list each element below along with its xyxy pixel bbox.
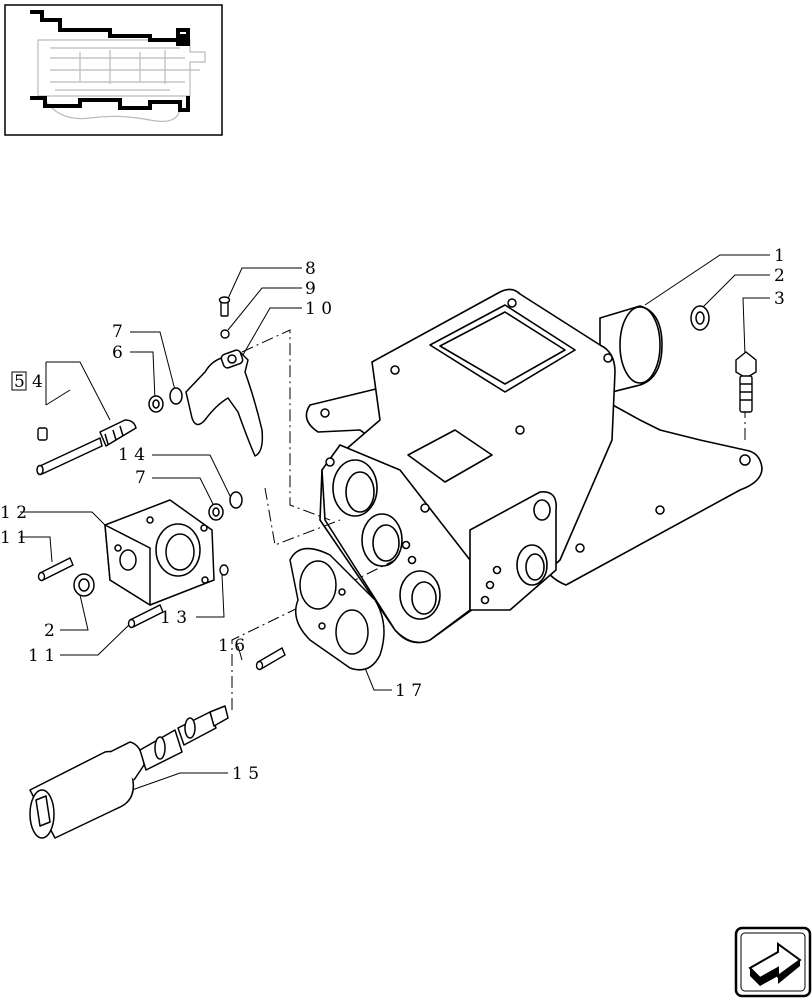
cover-plate-part-12 [104,499,215,606]
solenoid-valve-part-15 [29,705,229,839]
callout-2: 2 [774,266,785,286]
callout-14: 1 4 [118,445,145,465]
callout-labels: 1 2 3 8 9 1 0 7 6 5 4 1 4 7 1 2 1 1 2 1 … [0,246,785,784]
callout-1: 1 [774,246,785,266]
bolt-part-3 [735,351,757,413]
shift-rod-part-4 [36,419,137,476]
o-rings [148,387,243,521]
washer-part-2-upper [690,305,710,331]
callout-10: 1 0 [305,299,332,319]
transmission-overview-thumbnail[interactable] [4,4,223,136]
callout-2-lower: 2 [44,621,55,641]
callout-6: 6 [112,343,123,363]
ring-part-13 [219,564,229,576]
leader-lines [20,254,770,791]
callout-8: 8 [305,259,316,279]
cap-screw-part-11-lower [127,604,164,629]
gasket-part-17 [289,547,385,671]
callout-11-lower: 1 1 [28,646,55,666]
callout-5: 5 [14,372,25,392]
pin-part-5 [37,427,48,441]
washer-part-2-lower [73,573,95,597]
callout-16: 1 6 [218,636,245,656]
next-page-arrow-icon[interactable] [734,926,812,998]
cap-screw-part-16 [255,646,286,671]
callout-3: 3 [774,289,785,309]
callout-9: 9 [305,279,316,299]
callout-12: 1 2 [0,503,27,523]
housing-bolt-holes [320,298,751,553]
callout-4: 4 [32,372,43,392]
callout-13: 1 3 [160,608,187,628]
housing-part-1 [305,288,763,644]
callout-17: 1 7 [395,681,422,701]
callout-15: 1 5 [232,764,259,784]
shift-fork-part-10 [185,349,264,457]
washer-part-9 [220,329,230,339]
callout-7-upper: 7 [112,322,123,342]
housing-bores [332,459,551,620]
callout-11-upper: 1 1 [0,528,27,548]
assembly-centerlines [231,329,746,710]
bolt-part-8 [218,296,231,317]
callout-7-lower: 7 [135,468,146,488]
cap-screw-part-11-upper [37,557,74,582]
